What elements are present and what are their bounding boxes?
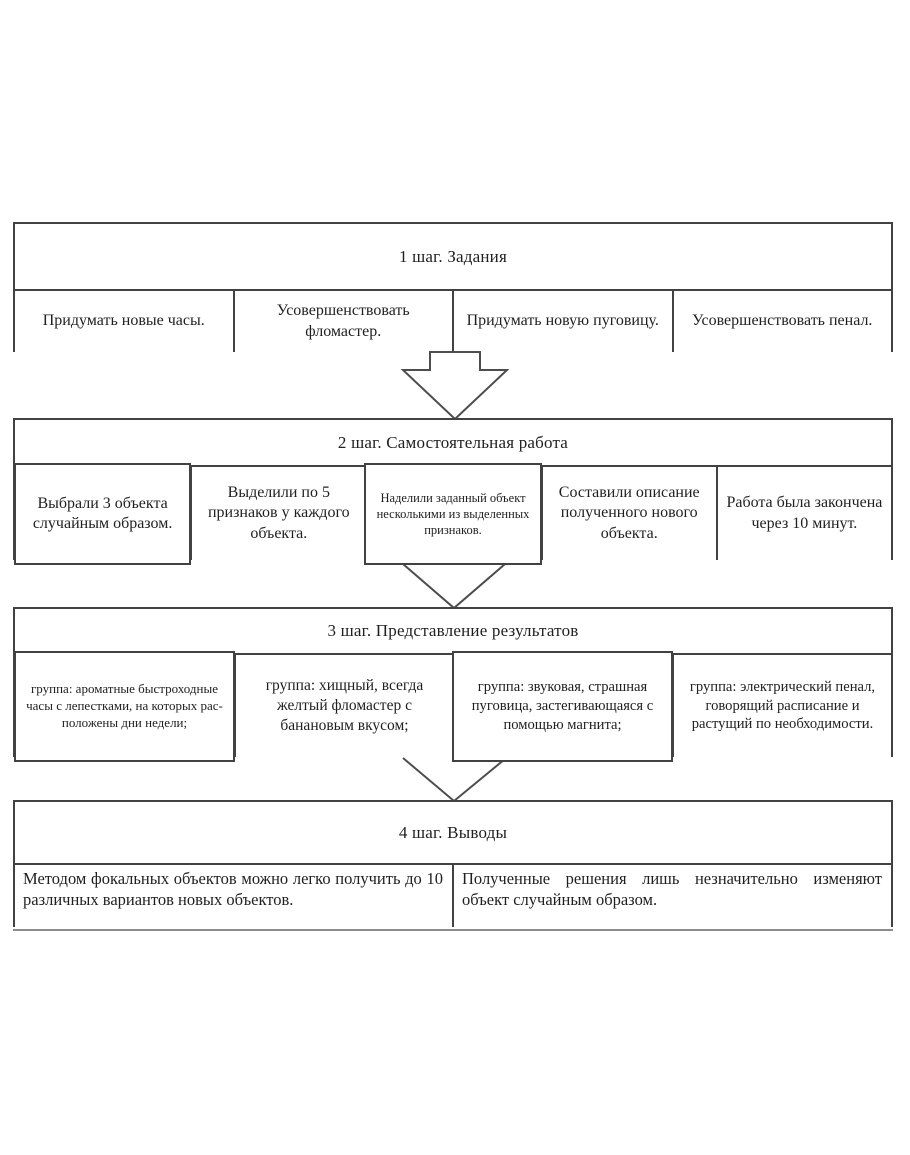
step4-cell-1: Методом фокальных объектов можно легко п… xyxy=(15,865,452,927)
scan-shadow-line xyxy=(13,929,893,931)
step2-cell-2: Выделили по 5 признаков у каждого объект… xyxy=(190,467,366,560)
step2-block: 2 шаг. Самостоятельная работа Выбрали 3 … xyxy=(13,418,893,565)
step3-cells-row: группа: ароматные быстроходные часы с ле… xyxy=(14,651,891,762)
step2-title: 2 шаг. Самостоятельная работа xyxy=(337,432,569,452)
step1-cell-3: Придумать новую пуговицу. xyxy=(452,291,672,352)
chevron-arrow-down-icon xyxy=(402,757,506,803)
step2-cell-3: Наделили заданный объект несколькими из … xyxy=(364,463,542,565)
step4-cell-2: Полученные решения лишь незначительно из… xyxy=(452,865,891,927)
step1-cell-2: Усовершенствовать фломастер. xyxy=(232,291,452,352)
step2-cell-4: Составили описание полученного нового об… xyxy=(540,467,716,560)
step3-title: 3 шаг. Представление результатов xyxy=(327,621,579,640)
block-arrow-down-icon xyxy=(400,351,510,421)
step1-block: 1 шаг. Задания Придумать новые часы. Усо… xyxy=(13,222,893,352)
step1-cell-1: Придумать новые часы. xyxy=(15,291,233,352)
step3-cell-4: группа: электрический пенал, говорящий р… xyxy=(672,655,891,757)
step1-cell-4: Усовершенствовать пенал. xyxy=(671,291,891,352)
step3-cell-1: группа: ароматные быстроходные часы с ле… xyxy=(14,651,235,762)
step4-block: 4 шаг. Выводы Методом фокальных объектов… xyxy=(13,800,893,927)
step4-cells-row: Методом фокальных объектов можно легко п… xyxy=(15,863,891,927)
step1-cells-row: Придумать новые часы. Усовершенствовать … xyxy=(15,289,891,352)
step2-cell-5: Работа была закончена через 10 минут. xyxy=(715,467,892,560)
step4-title: 4 шаг. Выводы xyxy=(398,822,508,842)
step3-cell-2: группа: хищный, всегда желтый фломастер … xyxy=(234,655,453,757)
step2-cell-1: Выбрали 3 объекта случайным образом. xyxy=(14,463,192,565)
step3-block: 3 шаг. Представление результатов группа:… xyxy=(13,607,893,762)
step1-title: 1 шаг. Задания xyxy=(398,246,507,266)
step3-cell-3: группа: звуковая, страшная пуговица, зас… xyxy=(452,651,673,762)
step2-cells-row: Выбрали 3 объекта случайным образом. Выд… xyxy=(14,463,892,565)
